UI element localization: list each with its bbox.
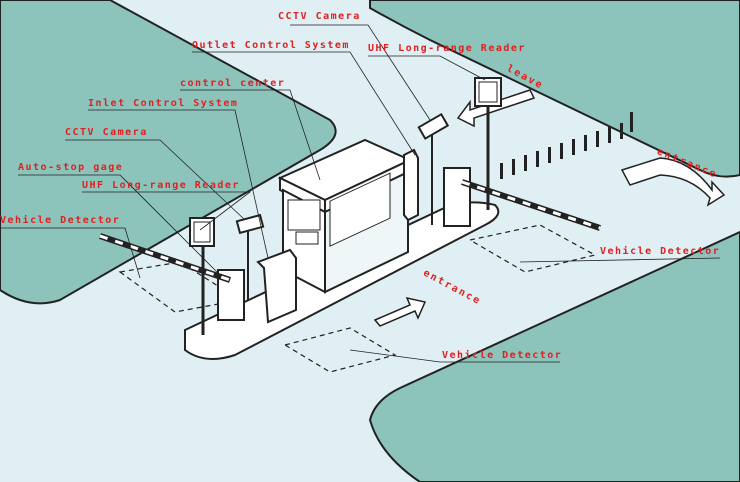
- tire-spikes: [500, 112, 633, 179]
- detector-loop-left: [118, 261, 242, 313]
- label-uhf-reader-left: UHF Long-range Reader: [82, 180, 240, 191]
- grass-bottom-right: [368, 230, 740, 482]
- label-uhf-reader-top: UHF Long-range Reader: [368, 43, 526, 54]
- inlet-kiosk: [256, 248, 297, 324]
- detector-loop-right: [468, 224, 597, 273]
- label-outlet-control-system: Outlet Control System: [192, 40, 350, 51]
- outlet-kiosk: [403, 148, 419, 222]
- label-cctv-camera-left: CCTV Camera: [65, 127, 148, 138]
- cctv-camera-left: [235, 213, 265, 235]
- entrance-arrow-center: [373, 296, 427, 327]
- entrance-arrow-right: [620, 157, 726, 207]
- label-inlet-control-system: Inlet Control System: [88, 98, 239, 109]
- label-vehicle-detector-left: Vehicle Detector: [0, 215, 121, 226]
- label-control-center: control center: [180, 78, 286, 89]
- label-cctv-camera-top: CCTV Camera: [278, 11, 361, 22]
- detector-loop-bottom: [283, 327, 397, 373]
- cctv-camera-top: [417, 112, 450, 140]
- barrier-box-right: [443, 167, 471, 227]
- label-auto-stop-gage: Auto-stop gage: [18, 162, 124, 173]
- label-vehicle-detector-bottom: Vehicle Detector: [442, 350, 563, 361]
- leader-lines: [0, 24, 721, 363]
- label-vehicle-detector-right: Vehicle Detector: [600, 246, 721, 257]
- grass-top-right: [369, 0, 740, 178]
- leave-arrow: [456, 89, 536, 128]
